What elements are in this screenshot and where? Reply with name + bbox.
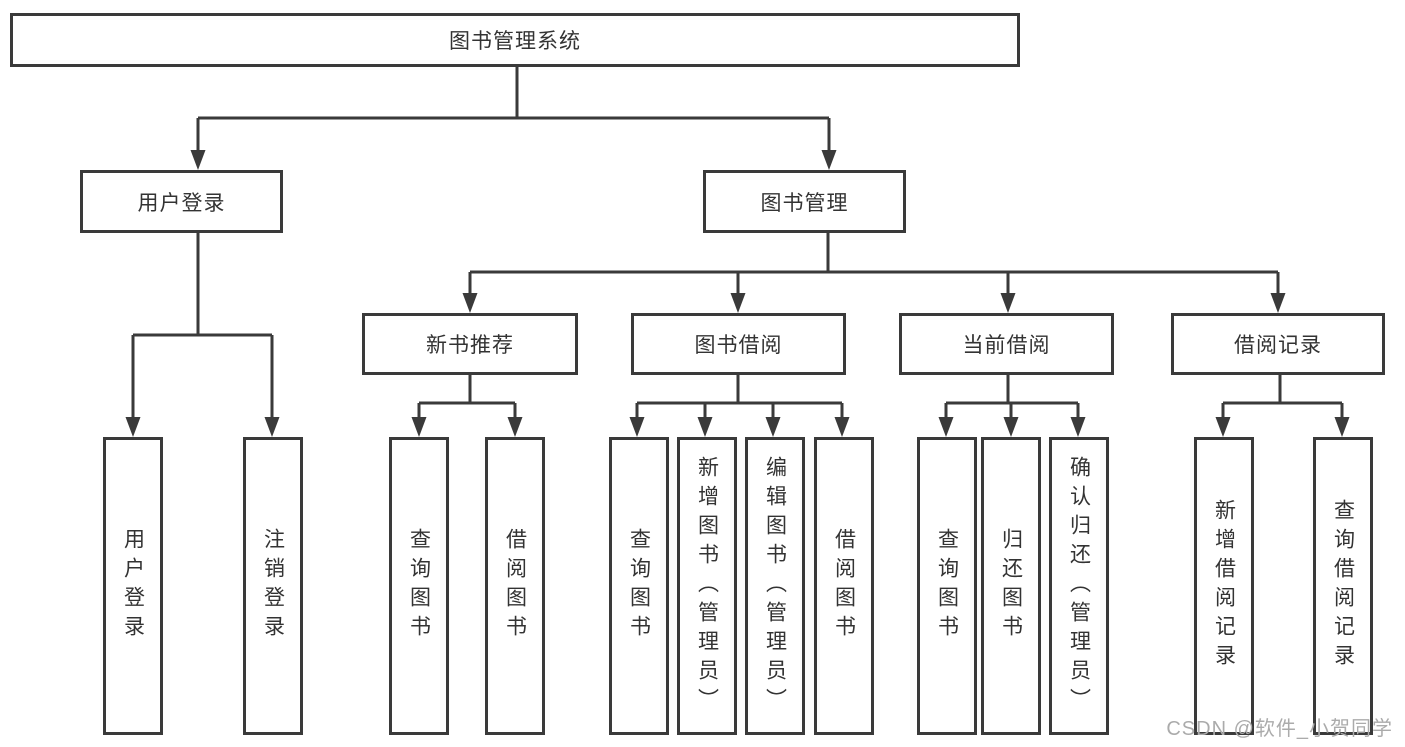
leaf-borrow-book: 借阅图书 [814,437,874,735]
leaf-add-book-admin-label: 新增图书（管理员） [695,455,719,717]
leaf-borrow-book-label: 借阅图书 [832,528,856,644]
leaf-query-book-borrow: 查询图书 [609,437,669,735]
leaf-add-borrow-record: 新增借阅记录 [1194,437,1254,735]
leaf-borrow-book-recommend: 借阅图书 [485,437,545,735]
node-borrow-records: 借阅记录 [1171,313,1385,375]
csdn-watermark: CSDN @软件_小贺同学 [1166,718,1393,740]
node-book-manage: 图书管理 [703,170,906,233]
leaf-edit-book-admin: 编辑图书（管理员） [745,437,805,735]
node-new-book-recommend-label: 新书推荐 [426,334,514,357]
leaf-query-book-borrow-label: 查询图书 [627,528,651,644]
node-root-label: 图书管理系统 [449,30,581,53]
leaf-query-book-current-label: 查询图书 [935,528,959,644]
node-current-borrow: 当前借阅 [899,313,1114,375]
node-root: 图书管理系统 [10,13,1020,67]
node-book-borrow-label: 图书借阅 [694,334,783,357]
leaf-confirm-return-admin: 确认归还（管理员） [1049,437,1109,735]
node-new-book-recommend: 新书推荐 [362,313,578,375]
leaf-query-borrow-record: 查询借阅记录 [1313,437,1373,735]
leaf-user-login-label: 用户登录 [121,528,145,644]
leaf-add-borrow-record-label: 新增借阅记录 [1212,499,1236,673]
leaf-edit-book-admin-label: 编辑图书（管理员） [763,455,787,717]
node-book-manage-label: 图书管理 [760,191,849,215]
node-user-login: 用户登录 [80,170,283,233]
leaf-confirm-return-admin-label: 确认归还（管理员） [1067,455,1091,717]
leaf-add-book-admin: 新增图书（管理员） [677,437,737,735]
leaf-return-book-label: 归还图书 [999,528,1023,644]
node-borrow-records-label: 借阅记录 [1234,334,1322,357]
leaf-query-book-recommend: 查询图书 [389,437,449,735]
leaf-query-borrow-record-label: 查询借阅记录 [1331,499,1355,673]
leaf-query-book-recommend-label: 查询图书 [407,528,431,644]
node-book-borrow: 图书借阅 [631,313,846,375]
leaf-return-book: 归还图书 [981,437,1041,735]
node-user-login-label: 用户登录 [137,191,226,215]
leaf-user-login: 用户登录 [103,437,163,735]
node-current-borrow-label: 当前借阅 [962,334,1051,357]
leaf-logout-label: 注销登录 [261,528,285,644]
leaf-logout: 注销登录 [243,437,303,735]
leaf-borrow-book-recommend-label: 借阅图书 [503,528,527,644]
leaf-query-book-current: 查询图书 [917,437,977,735]
